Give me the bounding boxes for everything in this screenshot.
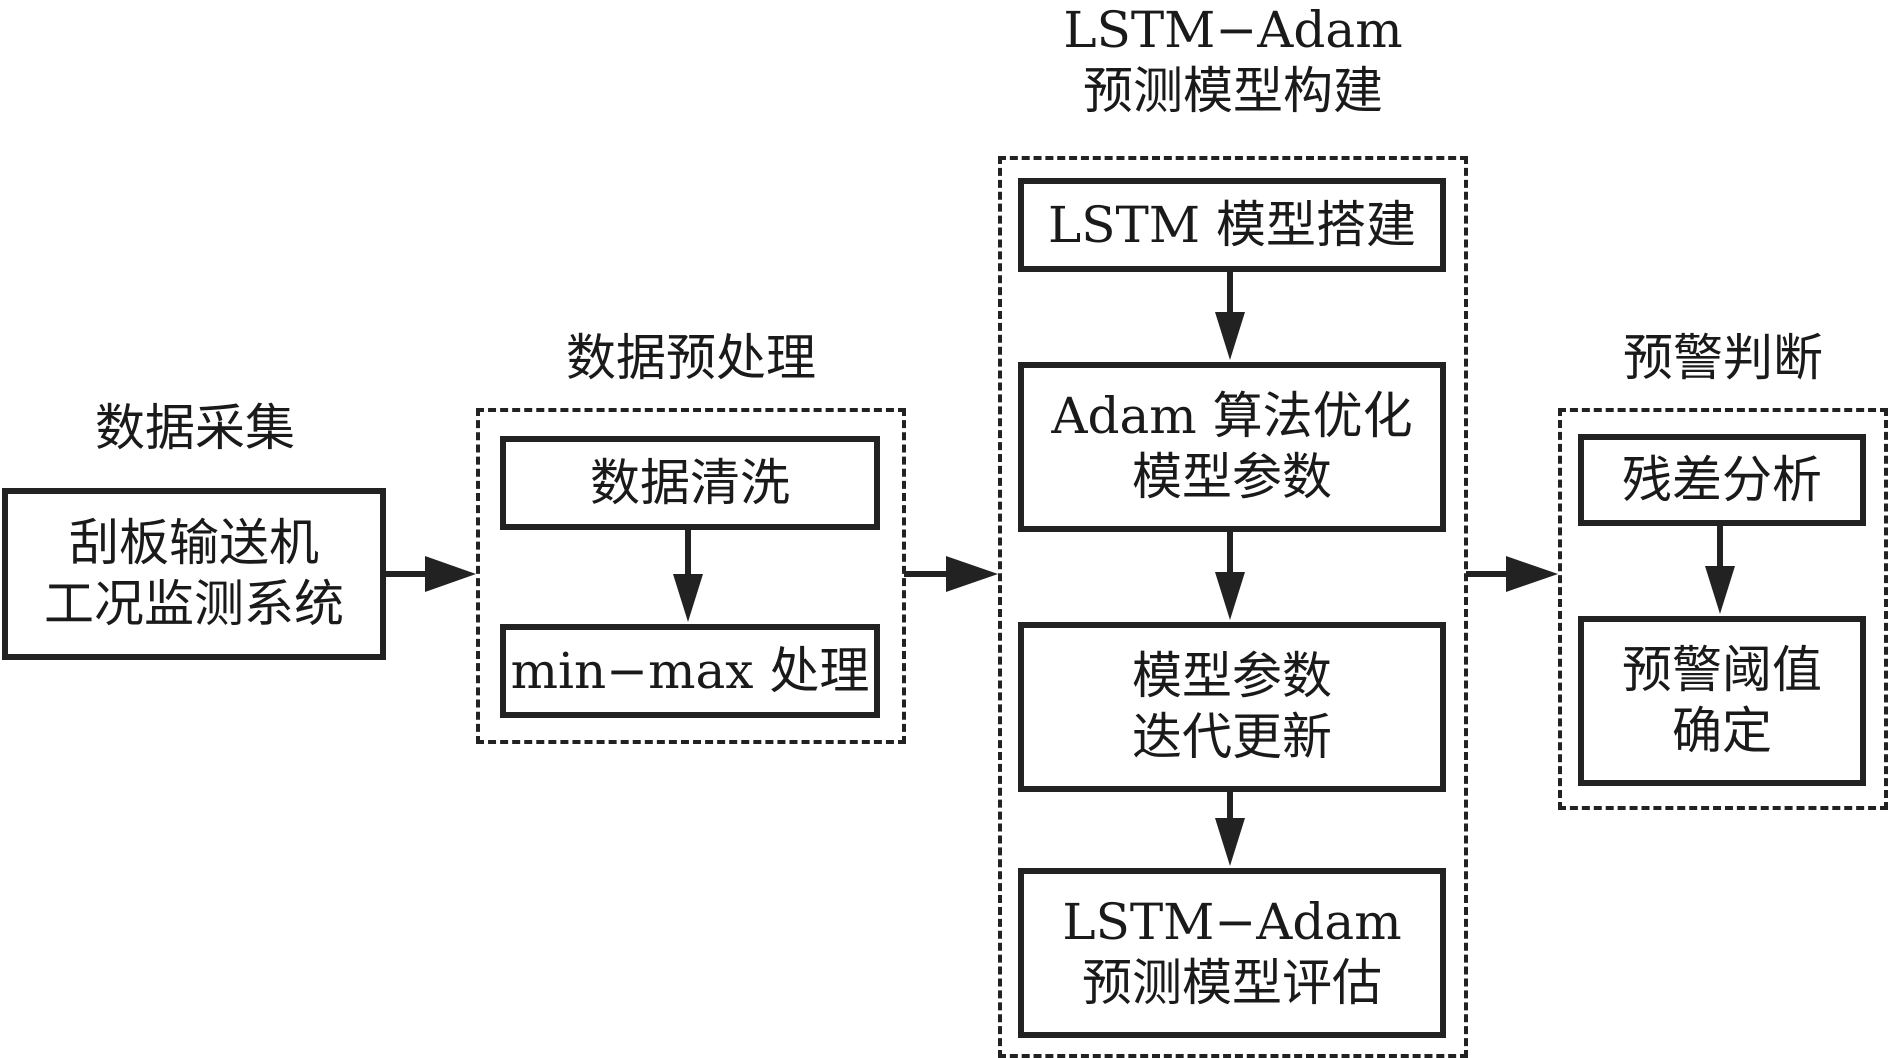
data-cleaning-label: 数据清洗	[590, 453, 790, 512]
residual-analysis-label: 残差分析	[1622, 450, 1822, 509]
monitoring-system-box: 刮板输送机 工况监测系统	[2, 488, 386, 660]
preprocess-title: 数据预处理	[566, 329, 816, 387]
arrowhead-clean-to-minmax	[673, 574, 703, 622]
monitoring-system-label: 刮板输送机 工况监测系统	[44, 514, 344, 633]
model-evaluate-label: LSTM−Adam 预测模型评估	[1062, 893, 1402, 1012]
arrowhead-residual-to-threshold	[1705, 566, 1735, 614]
lstm-build-label: LSTM 模型搭建	[1048, 195, 1416, 254]
model-group	[998, 156, 1468, 1058]
preprocess-group	[476, 408, 906, 744]
model-title: LSTM−Adam 预测模型构建	[1063, 1, 1403, 120]
param-iterate-box: 模型参数 迭代更新	[1018, 622, 1446, 792]
minmax-box: min−max 处理	[500, 624, 880, 718]
warning-title: 预警判断	[1623, 329, 1823, 387]
arrowhead-iterate-to-eval	[1215, 818, 1245, 866]
adam-optimize-label: Adam 算法优化 模型参数	[1051, 387, 1413, 506]
arrowhead-collection-to-preprocess	[425, 556, 476, 592]
adam-optimize-box: Adam 算法优化 模型参数	[1018, 362, 1446, 532]
threshold-label: 预警阈值 确定	[1622, 641, 1822, 760]
residual-analysis-box: 残差分析	[1578, 434, 1866, 526]
lstm-build-box: LSTM 模型搭建	[1018, 178, 1446, 272]
model-evaluate-box: LSTM−Adam 预测模型评估	[1018, 868, 1446, 1038]
arrowhead-model-to-warning	[1506, 556, 1558, 592]
minmax-label: min−max 处理	[510, 641, 870, 700]
warning-group	[1558, 408, 1888, 810]
param-iterate-label: 模型参数 迭代更新	[1132, 647, 1332, 766]
arrowhead-adam-to-iterate	[1215, 572, 1245, 620]
collection-title: 数据采集	[95, 399, 295, 457]
arrowhead-build-to-adam	[1215, 312, 1245, 360]
arrowhead-preprocess-to-model	[946, 556, 998, 592]
data-cleaning-box: 数据清洗	[500, 436, 880, 530]
threshold-box: 预警阈值 确定	[1578, 616, 1866, 786]
